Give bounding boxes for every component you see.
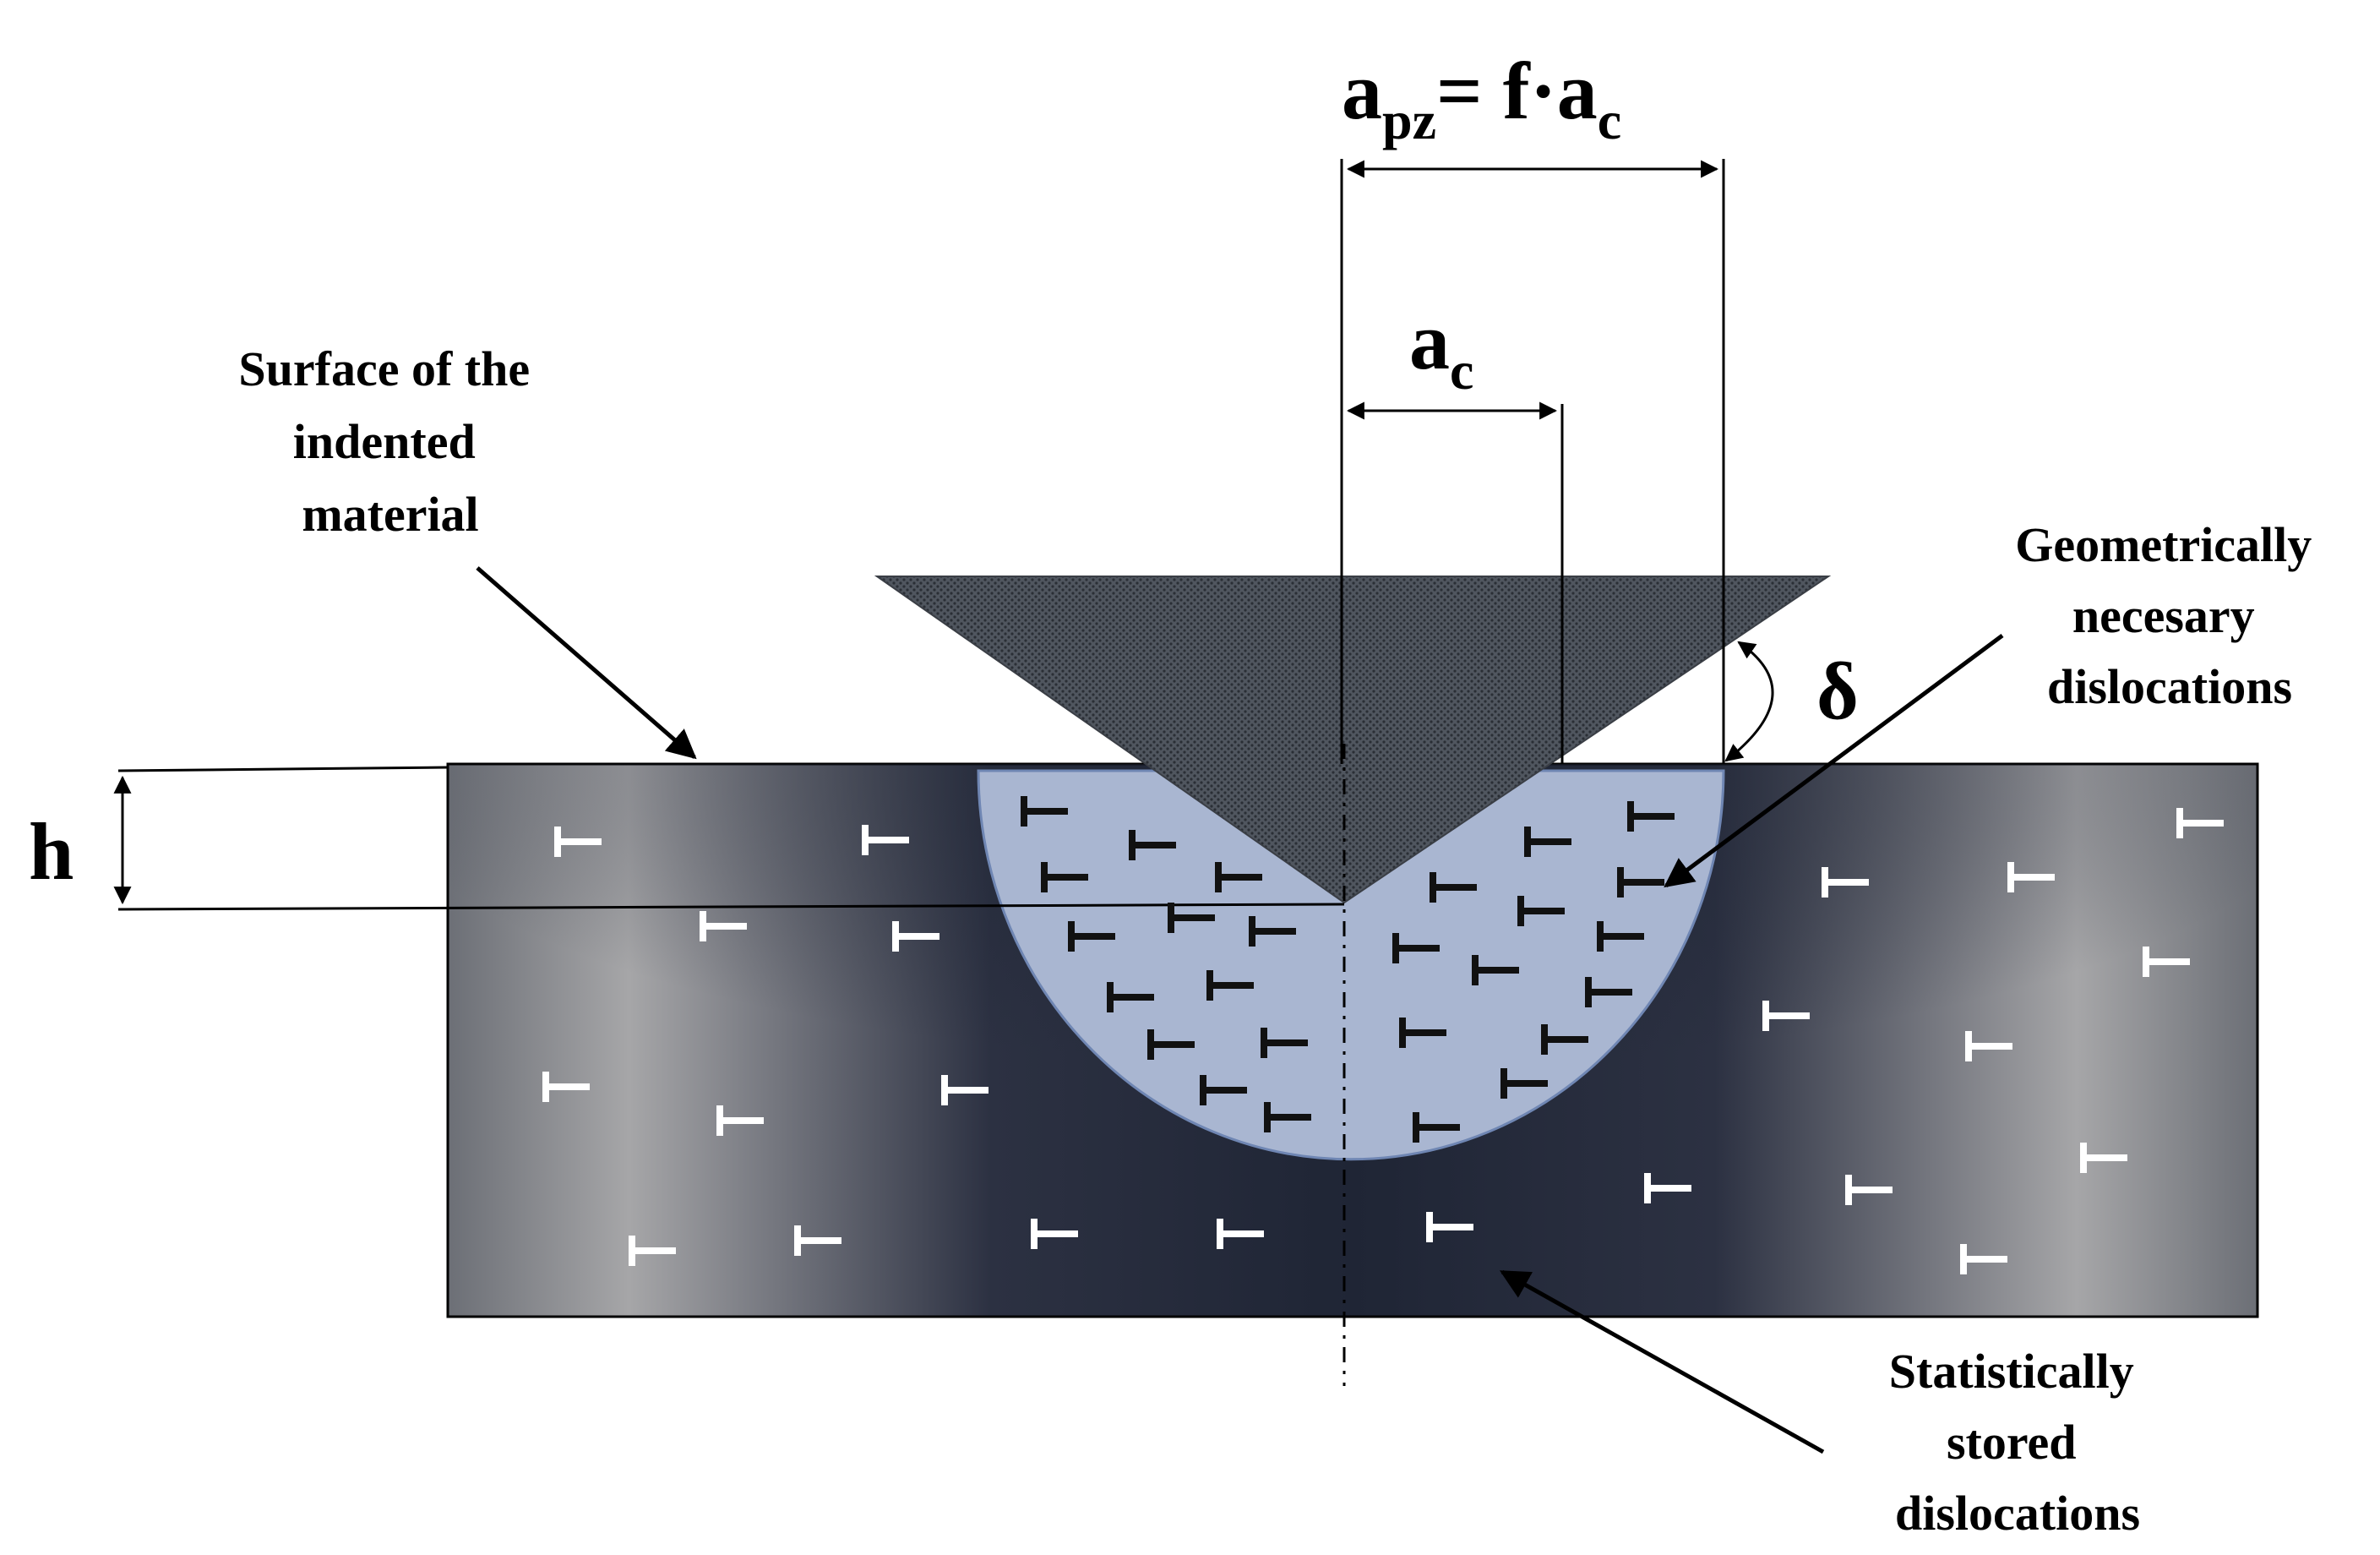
gnd-symbol bbox=[1041, 862, 1088, 892]
pointer-arrows bbox=[476, 566, 2004, 1454]
h-label: h bbox=[29, 806, 74, 897]
gnd-symbol bbox=[1500, 1068, 1548, 1099]
ssd-symbol bbox=[554, 827, 602, 857]
gnd-symbol bbox=[1517, 896, 1565, 926]
gnd-symbol bbox=[1068, 921, 1115, 952]
plastic-zone bbox=[977, 769, 1725, 1161]
gnd-symbol bbox=[1617, 867, 1664, 898]
indenter bbox=[874, 576, 1832, 904]
geometrically-necessary-dislocations bbox=[1021, 796, 1675, 1143]
gnd-symbol bbox=[1541, 1024, 1588, 1055]
ssd-symbol bbox=[1845, 1175, 1893, 1205]
dimension-lines bbox=[113, 159, 1774, 1386]
gnd-label-line-3: dislocations bbox=[2047, 659, 2292, 714]
gnd-symbol bbox=[1249, 916, 1296, 947]
ssd-symbol bbox=[700, 911, 747, 941]
ssd-symbol bbox=[1762, 1001, 1810, 1031]
gnd-symbol bbox=[1147, 1029, 1195, 1060]
surface-label-line-2: indented bbox=[293, 414, 476, 469]
gnd-symbol bbox=[1168, 903, 1215, 933]
ssd-symbol bbox=[1217, 1219, 1264, 1249]
gnd-symbol bbox=[1021, 796, 1068, 827]
ssd-label: Statistically stored dislocations bbox=[1889, 1344, 2146, 1541]
ac-label: ac bbox=[1409, 296, 1473, 401]
ssd-symbol bbox=[2176, 808, 2224, 838]
gnd-symbol bbox=[1627, 801, 1675, 832]
gnd-label: Geometrically necesary dislocations bbox=[2015, 517, 2324, 714]
gnd-symbol bbox=[1430, 872, 1477, 903]
ssd-symbol bbox=[892, 921, 939, 952]
gnd-symbol bbox=[1472, 955, 1519, 985]
ssd-symbol bbox=[1031, 1219, 1078, 1249]
gnd-symbol bbox=[1392, 933, 1440, 963]
gnd-symbol bbox=[1524, 827, 1571, 857]
ssd-symbol bbox=[2143, 947, 2190, 977]
ssd-symbol bbox=[542, 1072, 590, 1102]
ssd-symbol bbox=[794, 1225, 841, 1256]
surface-label-line-1: Surface of the bbox=[238, 341, 530, 396]
ssd-label-line-2: stored bbox=[1947, 1415, 2077, 1470]
gnd-symbol bbox=[1200, 1075, 1247, 1105]
gnd-label-line-2: necesary bbox=[2072, 588, 2255, 643]
gnd-symbol bbox=[1597, 921, 1644, 952]
ssd-label-line-3: dislocations bbox=[1895, 1486, 2140, 1541]
ssd-symbol bbox=[1426, 1212, 1473, 1242]
delta-label: δ bbox=[1816, 646, 1859, 736]
statistically-stored-dislocations bbox=[542, 808, 2224, 1274]
gnd-symbol bbox=[1107, 982, 1154, 1012]
ssd-symbol bbox=[941, 1075, 988, 1105]
ssd-symbol bbox=[2007, 862, 2055, 892]
gnd-label-line-1: Geometrically bbox=[2015, 517, 2312, 572]
gnd-symbol bbox=[1264, 1102, 1311, 1132]
ssd-label-line-1: Statistically bbox=[1889, 1344, 2134, 1399]
gnd-symbol bbox=[1261, 1028, 1308, 1058]
ssd-symbol bbox=[2080, 1143, 2127, 1173]
surface-label: Surface of the indented material bbox=[238, 341, 542, 542]
gnd-symbol bbox=[1129, 830, 1176, 860]
gnd-symbol bbox=[1399, 1018, 1446, 1048]
ssd-symbol bbox=[1644, 1173, 1691, 1203]
ssd-symbol bbox=[1960, 1244, 2007, 1274]
gnd-symbol bbox=[1585, 977, 1632, 1007]
gnd-symbol bbox=[1215, 862, 1262, 892]
ssd-symbol bbox=[1965, 1031, 2012, 1061]
ssd-symbol bbox=[629, 1236, 676, 1266]
gnd-symbol bbox=[1206, 970, 1254, 1001]
surface-label-line-3: material bbox=[302, 487, 478, 542]
apz-label: apz= f·ac bbox=[1342, 46, 1621, 150]
ssd-symbol bbox=[716, 1105, 764, 1136]
gnd-symbol bbox=[1413, 1112, 1460, 1143]
ssd-symbol bbox=[862, 825, 909, 855]
ssd-symbol bbox=[1822, 867, 1869, 898]
